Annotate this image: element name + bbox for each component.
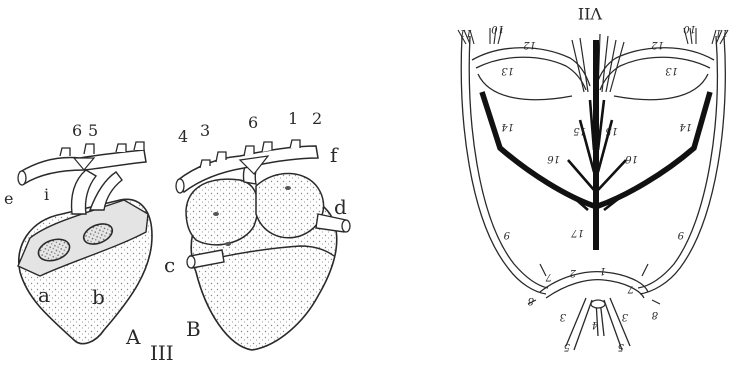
label-2: 2	[312, 109, 322, 128]
num-5-left: 5	[564, 341, 570, 352]
lower-side-stubs	[528, 264, 660, 304]
heart-b-vessel-c-end	[187, 256, 195, 268]
num-13-left: 13	[501, 65, 514, 76]
heart-b-vessel-d-end	[342, 220, 350, 232]
circulation-schematic: VII 11 10 12 13 14 11 10 12 13 14 15 15 …	[458, 4, 728, 352]
label-e: e	[4, 189, 13, 208]
num-13-right: 13	[665, 65, 678, 76]
label-c: c	[164, 253, 175, 277]
num-10-left: 10	[491, 23, 504, 34]
label-f: f	[330, 143, 339, 167]
num-16-left: 16	[547, 153, 560, 164]
num-16-right: 16	[625, 153, 638, 164]
num-8-right: 8	[652, 309, 658, 320]
panel-letter-a: A	[125, 325, 141, 349]
num-14-right: 14	[679, 121, 692, 132]
label-6-b: 6	[248, 113, 258, 132]
heart-b-opening-1	[213, 212, 219, 216]
num-2: 2	[570, 267, 577, 278]
heart-b-right-atrium	[256, 173, 324, 237]
num-9-right: 9	[677, 229, 684, 240]
heart-a-branch-2	[84, 144, 94, 154]
num-15-right: 15	[605, 125, 618, 136]
panel-letter-b: B	[186, 317, 201, 341]
num-11-left: 11	[459, 27, 472, 38]
num-14-left: 14	[501, 121, 514, 132]
num-12-right: 12	[651, 39, 664, 50]
num-11-right: 11	[715, 27, 728, 38]
heart-b-vessel-end	[176, 179, 184, 193]
heart-view-b: 4 3 6 1 2 f d c B	[164, 109, 350, 350]
num-3-right: 3	[622, 311, 628, 322]
upper-arc-left-outer	[472, 48, 590, 86]
num-10-right: 10	[683, 23, 696, 34]
num-17: 17	[571, 227, 584, 238]
panel-number-left: III	[150, 341, 174, 365]
label-a: a	[38, 283, 50, 307]
heart-b-left-atrium	[186, 179, 258, 245]
upper-arc-right-bottom	[614, 74, 708, 100]
heart-b-branch-5	[290, 140, 300, 148]
num-8-left: 8	[528, 295, 534, 306]
num-15-left: 15	[573, 125, 586, 136]
heart-a-vessel-end	[18, 171, 26, 185]
label-1: 1	[288, 109, 298, 128]
outer-loop-right	[640, 36, 725, 294]
label-b: b	[92, 285, 105, 309]
label-5-a: 5	[88, 121, 98, 140]
heart-view-a: e i 6 5 a b A	[4, 121, 152, 349]
num-7-right: 7	[627, 283, 634, 294]
num-1: 1	[600, 265, 606, 276]
num-5-right: 5	[618, 341, 624, 352]
label-6-a: 6	[72, 121, 82, 140]
upper-arc-right-inner	[600, 57, 710, 90]
num-9-left: 9	[503, 229, 510, 240]
label-i: i	[44, 185, 49, 204]
lower-node	[591, 300, 605, 308]
heart-b-opening-2	[225, 242, 231, 246]
label-4: 4	[178, 127, 188, 146]
upper-arc-left-bottom	[478, 74, 572, 100]
label-d: d	[334, 195, 347, 219]
num-7-left: 7	[545, 271, 552, 282]
dark-vessel-right	[598, 92, 710, 206]
num-4: 4	[592, 319, 599, 330]
dark-vessel-left	[482, 92, 594, 206]
num-12-left: 12	[523, 39, 536, 50]
panel-number-right: VII	[578, 4, 603, 23]
heart-a-branch-1	[60, 148, 70, 156]
heart-a-branch-3	[116, 144, 126, 152]
upper-arc-left-inner	[476, 57, 586, 90]
heart-a-branch-4	[134, 142, 144, 150]
heart-b-opening-3	[285, 186, 291, 190]
num-3-left: 3	[560, 311, 566, 322]
label-3: 3	[200, 121, 210, 140]
